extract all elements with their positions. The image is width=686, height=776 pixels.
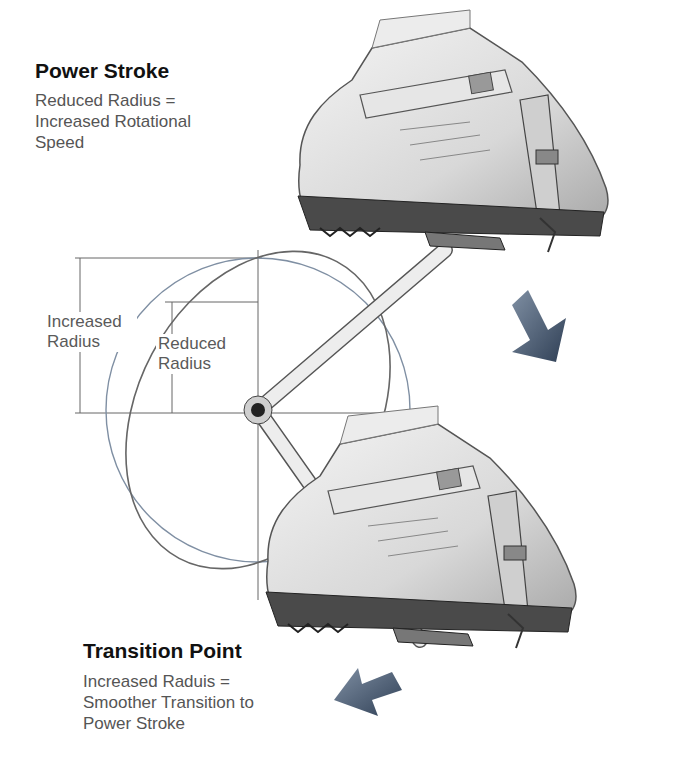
section-title: Transition Point: [83, 638, 323, 663]
dimension-label: Increased Radius: [45, 312, 137, 352]
shoe-top: [298, 10, 608, 252]
direction-arrow: [334, 668, 402, 716]
section-title: Power Stroke: [35, 58, 235, 83]
dimension-label: Reduced Radius: [156, 334, 250, 374]
direction-arrow: [512, 290, 566, 362]
section-note: Reduced Radius = Increased Rotational Sp…: [35, 90, 210, 153]
section-note: Increased Raduis = Smoother Transition t…: [83, 671, 298, 734]
shoe-bottom: [266, 406, 576, 648]
